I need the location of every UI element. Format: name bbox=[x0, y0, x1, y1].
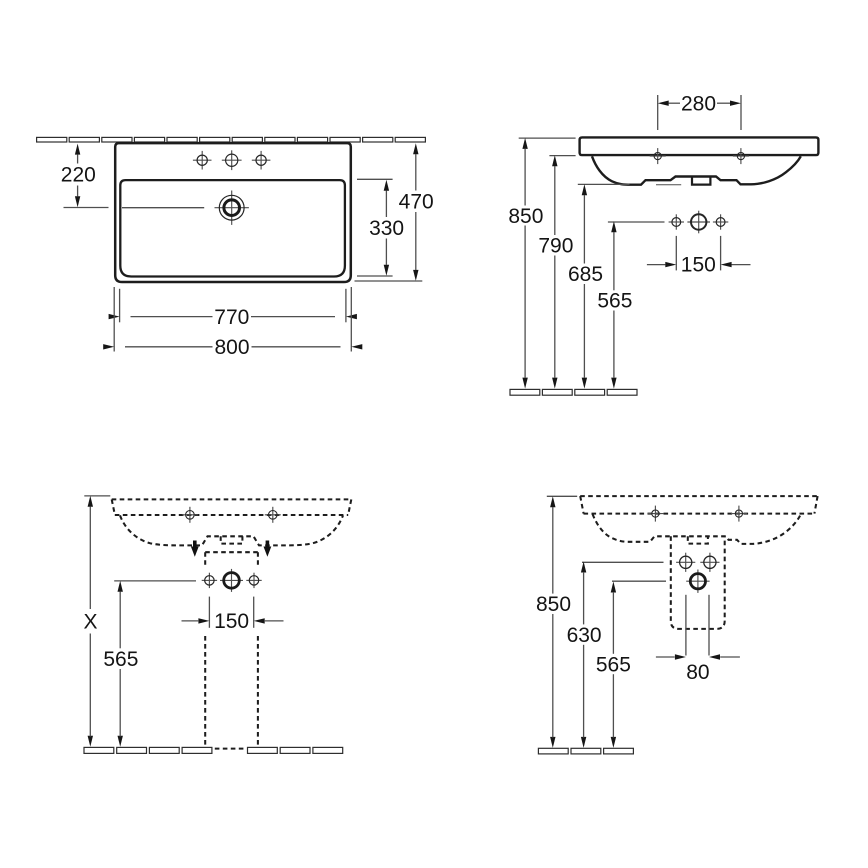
svg-text:565: 565 bbox=[597, 290, 632, 313]
svg-text:150: 150 bbox=[681, 254, 716, 277]
svg-text:850: 850 bbox=[536, 593, 571, 616]
svg-text:80: 80 bbox=[686, 661, 709, 684]
svg-text:330: 330 bbox=[369, 217, 404, 240]
svg-text:850: 850 bbox=[508, 205, 543, 228]
svg-text:150: 150 bbox=[214, 610, 249, 633]
svg-text:790: 790 bbox=[538, 235, 573, 258]
svg-text:770: 770 bbox=[214, 306, 249, 329]
svg-text:565: 565 bbox=[596, 653, 631, 676]
svg-text:470: 470 bbox=[399, 191, 434, 214]
svg-text:280: 280 bbox=[681, 93, 716, 116]
svg-text:685: 685 bbox=[568, 263, 603, 286]
svg-text:800: 800 bbox=[214, 336, 249, 359]
svg-text:220: 220 bbox=[61, 164, 96, 187]
svg-text:X: X bbox=[83, 610, 97, 633]
svg-text:565: 565 bbox=[103, 648, 138, 671]
svg-text:630: 630 bbox=[567, 624, 602, 647]
